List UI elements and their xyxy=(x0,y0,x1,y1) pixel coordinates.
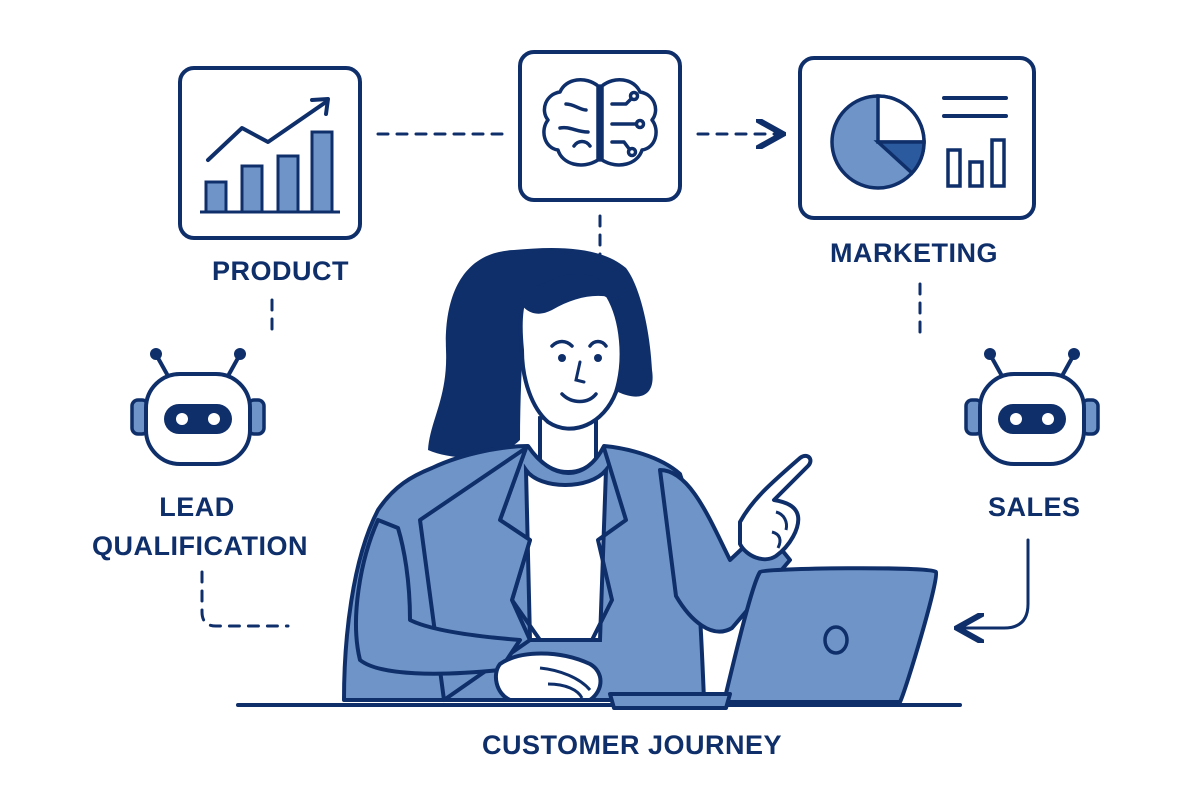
pie-chart-dashboard-icon xyxy=(830,94,1008,190)
connector-sales-to-laptop xyxy=(960,538,1030,628)
bar-chart-growth-icon xyxy=(200,97,340,214)
robot-head-icon xyxy=(130,348,266,466)
product-label: PRODUCT xyxy=(212,256,349,286)
lead-qualification-label-line1: LEAD xyxy=(159,492,235,522)
connector-lead-to-center xyxy=(200,570,290,628)
laptop-icon xyxy=(608,566,939,710)
sales-label: SALES xyxy=(988,492,1081,522)
lead-qualification-label: LEAD QUALIFICATION xyxy=(92,488,308,566)
ai-core-card xyxy=(518,50,682,202)
marketing-label: MARKETING xyxy=(830,238,998,268)
marketing-card xyxy=(798,56,1036,220)
lead-qualification-label-line2: QUALIFICATION xyxy=(92,531,308,561)
woman-with-laptop-illustration xyxy=(342,247,813,702)
customer-journey-label: CUSTOMER JOURNEY xyxy=(482,730,783,760)
brain-circuit-icon xyxy=(542,78,658,167)
product-card xyxy=(178,66,362,240)
robot-head-icon xyxy=(964,348,1100,466)
